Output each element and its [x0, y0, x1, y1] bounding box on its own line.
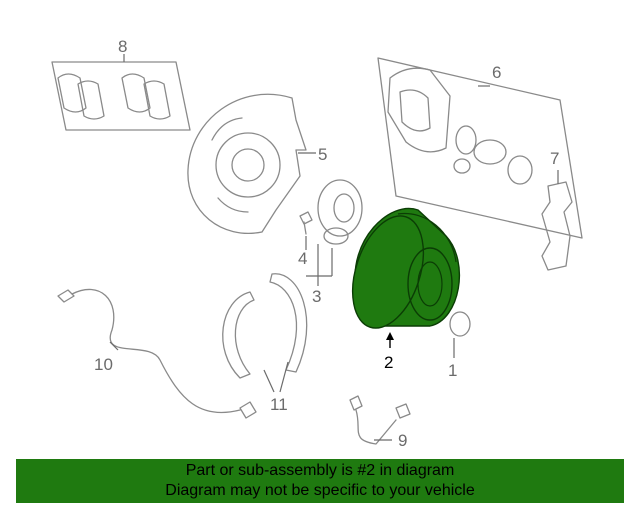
callout-7: 7: [550, 149, 559, 168]
callout-1: 1: [448, 361, 457, 380]
backing-plate[interactable]: [187, 93, 316, 234]
callout-10: 10: [94, 355, 113, 374]
brake-shoe-set[interactable]: [222, 273, 308, 393]
callout-11: 11: [270, 395, 288, 414]
brake-hose[interactable]: [349, 395, 411, 445]
abs-sensor-wire[interactable]: [57, 288, 257, 419]
brake-pad-set[interactable]: [51, 54, 191, 131]
callout-5: 5: [318, 145, 327, 164]
callout-4: 4: [298, 249, 307, 268]
callout-3: 3: [312, 287, 321, 306]
caliper-bracket[interactable]: [541, 170, 573, 271]
caliper-assembly[interactable]: [377, 57, 583, 239]
hub-cap[interactable]: [449, 311, 471, 358]
notice-line-1: Part or sub-assembly is #2 in diagram: [185, 462, 455, 479]
callout-9: 9: [398, 431, 407, 450]
callout-6: 6: [492, 63, 501, 82]
wheel-stud[interactable]: [299, 211, 313, 250]
wheel-hub[interactable]: [306, 179, 363, 286]
callout-8: 8: [118, 37, 127, 56]
notice-banner: Part or sub-assembly is #2 in diagram Di…: [16, 459, 624, 503]
notice-line-2: Diagram may not be specific to your vehi…: [165, 482, 475, 499]
brake-rotor[interactable]: [340, 207, 461, 348]
callout-2: 2: [384, 353, 393, 372]
